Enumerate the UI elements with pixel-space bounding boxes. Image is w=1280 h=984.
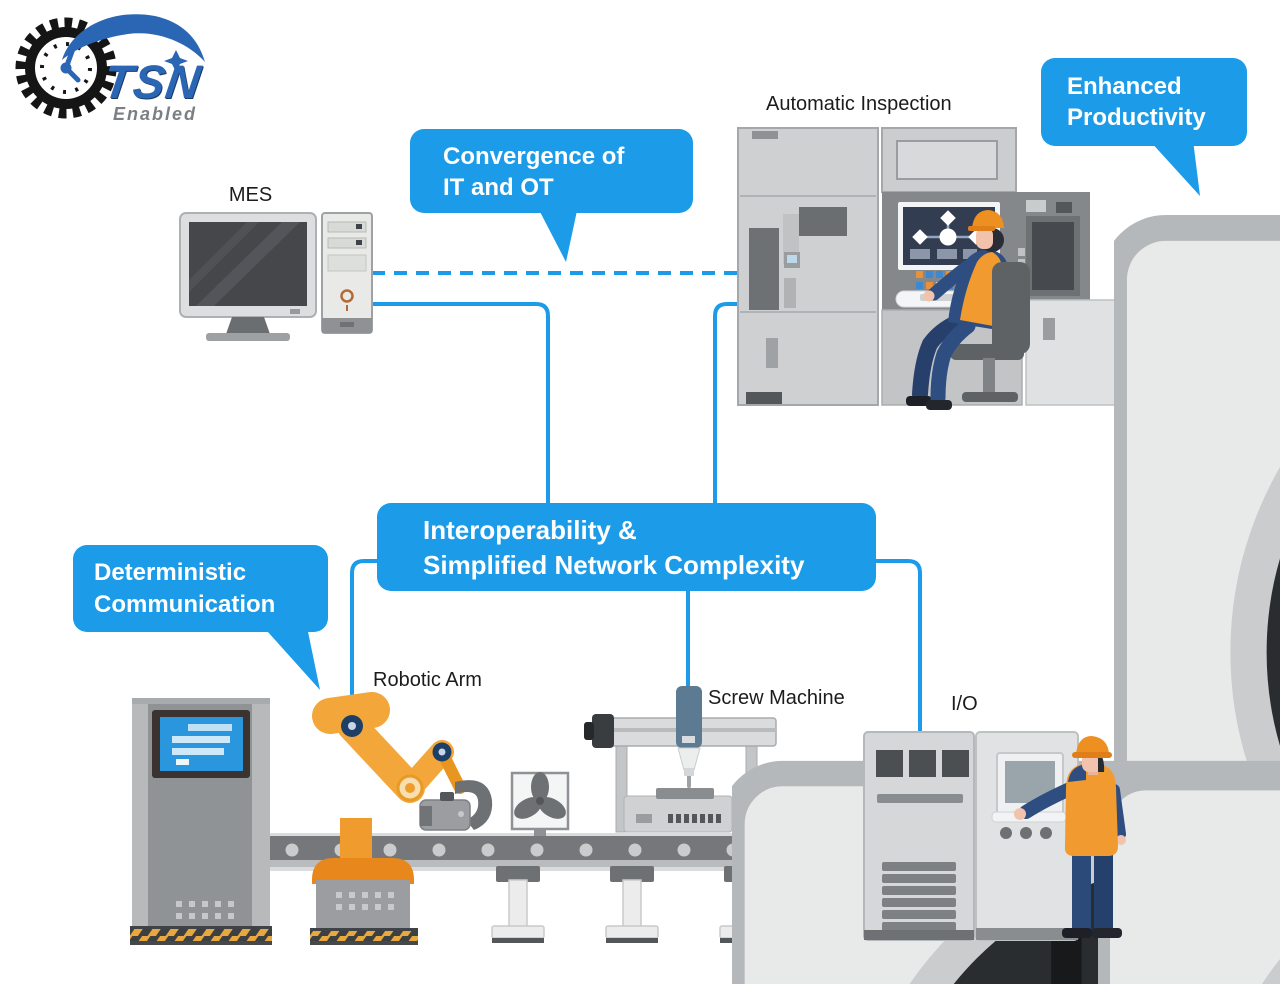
- enhanced-productivity-callout: Enhanced Productivity: [1041, 58, 1247, 146]
- enhanced-line2: Productivity: [1067, 104, 1206, 131]
- logo-sparkle: [164, 50, 188, 72]
- conveyor-leg: [605, 866, 659, 944]
- io-label: I/O: [951, 693, 978, 715]
- enhanced-tail: [1149, 140, 1200, 196]
- hmi-kiosk: [130, 698, 272, 945]
- fan-unit-product-right: [1098, 778, 1280, 984]
- seated-worker-icon: [906, 210, 1009, 410]
- interop-line1: Interoperability &: [423, 515, 637, 545]
- robotic-arm-label: Robotic Arm: [373, 669, 482, 691]
- automatic-inspection-label: Automatic Inspection: [766, 93, 952, 115]
- interop-line2: Simplified Network Complexity: [423, 550, 805, 580]
- mes-link-line: [368, 302, 550, 510]
- mes-tower: [321, 212, 373, 334]
- deterministic-callout: Deterministic Communication: [73, 545, 328, 632]
- conveyor-leg: [491, 866, 545, 944]
- logo-brand-text: TSN: [100, 55, 205, 108]
- gripper-claw: [455, 780, 493, 830]
- convergence-callout: Convergence of IT and OT: [410, 129, 693, 213]
- mes-computer: [179, 212, 373, 341]
- mes-label: MES: [228, 184, 273, 206]
- screw-machine: [584, 686, 777, 833]
- convergence-line2: IT and OT: [443, 174, 554, 201]
- screwdriver-head: [676, 686, 702, 748]
- fan-blade-workpiece: [510, 771, 570, 836]
- standing-worker-icon: [1014, 736, 1126, 938]
- deterministic-line1: Deterministic: [94, 559, 247, 586]
- callout-tails: [259, 140, 1200, 690]
- robot-link-line: [350, 559, 382, 698]
- deterministic-line2: Communication: [94, 591, 276, 618]
- inspection-link-line: [713, 302, 744, 510]
- logo-tagline-text: Enabled: [113, 104, 198, 124]
- robot-base: [310, 858, 418, 945]
- convergence-line1: Convergence of: [443, 143, 625, 170]
- logo-swoosh: [62, 14, 205, 62]
- tsn-gear-clock-icon: [15, 14, 205, 119]
- network-lines: [350, 271, 922, 738]
- convergence-tail: [537, 206, 578, 262]
- inspection-station: [737, 127, 1135, 410]
- io-module: [863, 731, 975, 941]
- chair-back: [992, 262, 1030, 354]
- robotic-arm-icon: [312, 692, 493, 830]
- enhanced-line1: Enhanced: [1067, 73, 1182, 100]
- deterministic-tail: [259, 622, 320, 690]
- mes-monitor: [179, 212, 317, 341]
- motor-workpiece: [419, 792, 471, 831]
- interoperability-callout: Interoperability & Simplified Network Co…: [377, 503, 876, 591]
- screw-machine-label: Screw Machine: [708, 687, 845, 709]
- robotic-arm-cell: [310, 692, 493, 945]
- operator-panel: [975, 731, 1079, 941]
- io-link-line: [872, 559, 922, 738]
